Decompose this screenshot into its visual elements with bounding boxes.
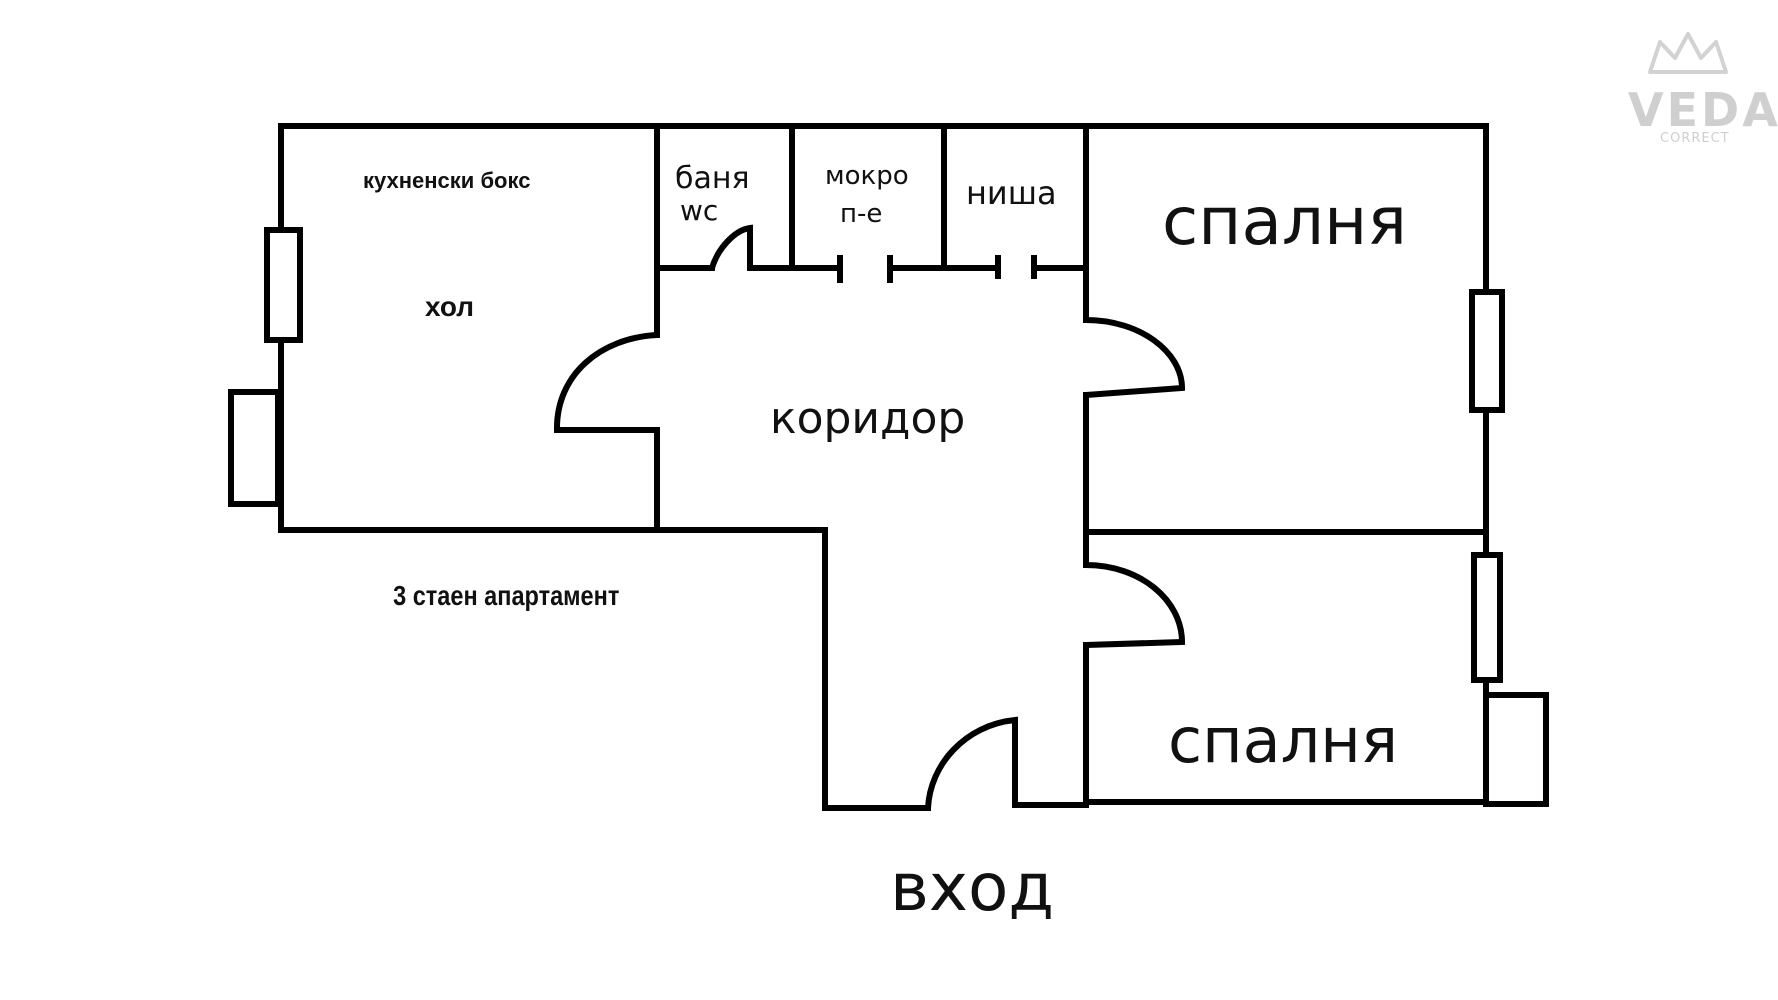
window-bedroom-1 [1469, 289, 1505, 413]
logo-tagline: CORRECT [1660, 131, 1730, 146]
label-kitchen: кухненски бокс [363, 168, 530, 193]
windows [228, 227, 1549, 807]
door-hall [553, 332, 658, 433]
plan-caption: 3 стаен апартамент [393, 581, 619, 611]
label-bath-1: баня [675, 161, 750, 196]
window-hall [264, 227, 303, 343]
logo-name: VEDA [1628, 83, 1778, 137]
label-bedroom-1: спалня [1162, 183, 1407, 260]
logo: VEDA CORRECT [1628, 32, 1778, 146]
label-laundry-1: мокро [825, 161, 909, 191]
crown-icon [1648, 32, 1728, 74]
label-bath-2: wc [680, 194, 718, 227]
door-bedroom-1 [1085, 317, 1186, 398]
label-entrance: вход [890, 849, 1054, 926]
label-niche: ниша [966, 174, 1057, 212]
door-bedroom-2 [1085, 562, 1186, 648]
door-bath [709, 224, 753, 269]
door-entrance [925, 716, 1018, 809]
label-bedroom-2: спалня [1168, 704, 1398, 777]
label-corridor: коридор [770, 393, 965, 444]
window-bedroom-2 [1471, 552, 1503, 683]
label-hall: хол [425, 291, 474, 322]
balcony-hall [228, 389, 281, 507]
balcony-bedroom-2 [1483, 692, 1549, 807]
label-laundry-2: п-е [840, 199, 882, 229]
walls [278, 123, 1489, 811]
doors [553, 224, 1186, 809]
